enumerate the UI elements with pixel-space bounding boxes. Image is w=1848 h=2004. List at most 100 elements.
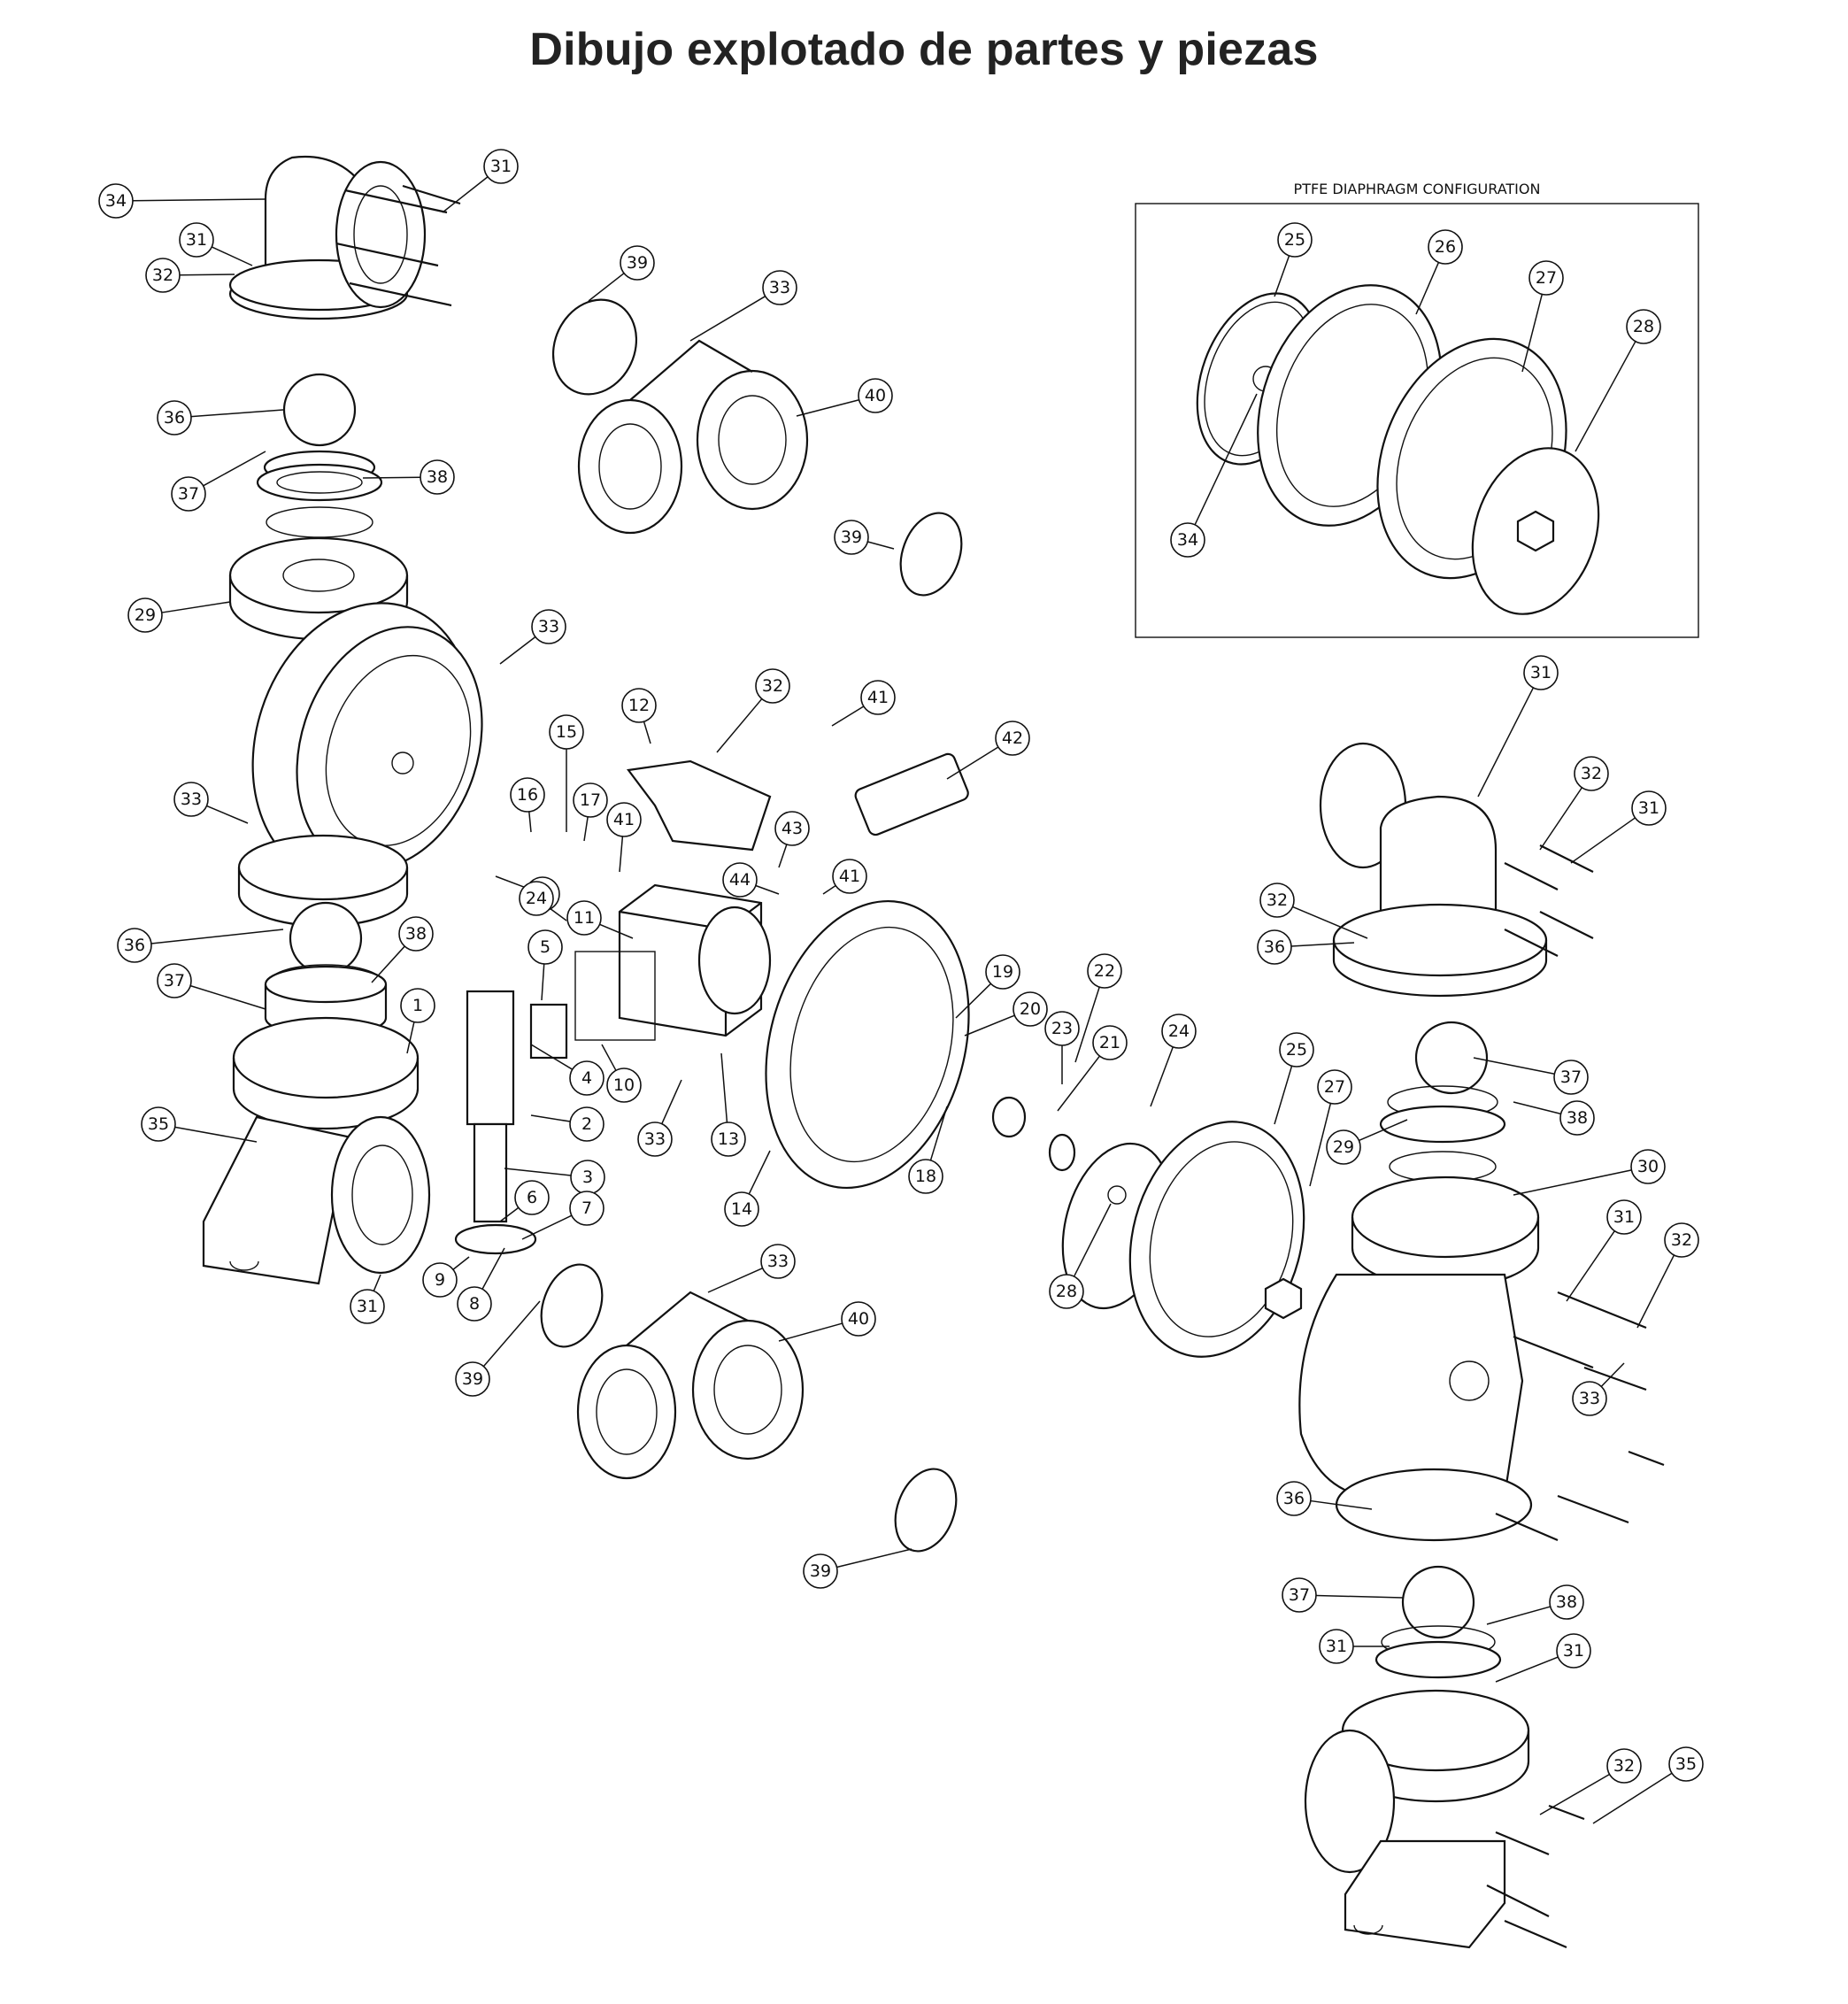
callout-number: 10 [613,1075,635,1095]
callout-leader [1150,1046,1174,1107]
callout-37: 37 [1282,1577,1404,1613]
callout-leader [964,1014,1015,1037]
callout-number: 39 [462,1369,483,1389]
callout-32: 32 [1539,756,1609,851]
callout-number: 38 [405,924,427,944]
callout-bubble [569,1191,604,1226]
callout-leader [643,721,651,744]
callout-leader [1057,1055,1101,1112]
callout-bubble [762,270,797,305]
callout-bubble [171,476,206,512]
callout-leader [1539,787,1582,851]
callout-bubble [1277,222,1313,258]
callout-leader [1539,1773,1610,1815]
callout-leader [716,698,763,753]
callout-leader [1575,341,1636,452]
callout-number: 3 [582,1168,593,1187]
callout-leader [1290,942,1355,947]
callout-number: 36 [1264,937,1285,957]
callout-leader [1315,1594,1404,1599]
callout-number: 12 [628,696,650,715]
callout-leader [778,844,788,868]
callout-34: 34 [1170,393,1258,558]
callout-bubble [1092,1025,1128,1060]
callout-34: 34 [98,183,266,219]
callout-31: 31 [1566,1199,1642,1302]
callout-leader [661,1079,682,1124]
callout-leader [1600,1362,1625,1387]
callout-bubble [1574,756,1609,791]
callout-leader [1636,1254,1675,1329]
lower-left-manifold [202,1115,431,1285]
callout-leader [1566,1230,1615,1302]
callout-bubble [569,1106,604,1142]
callout-leader [1310,1499,1373,1510]
callout-bubble [531,609,566,644]
callout-36: 36 [117,928,284,963]
callout-bubble [569,1060,604,1096]
callout-24: 24 [519,881,567,921]
callout-number: 31 [357,1297,378,1316]
callout-number: 34 [105,191,127,211]
callout-bubble [832,859,867,894]
callout-33: 33 [1572,1362,1625,1416]
callout-leader [946,746,999,780]
callout-number: 32 [1613,1756,1635,1776]
callout-number: 16 [517,785,538,805]
right-chamber [1298,1273,1533,1542]
callout-number: 32 [152,266,173,285]
callout-number: 11 [574,908,595,928]
callout-leader [504,1168,572,1176]
callout-leader [831,705,865,727]
callout-41: 41 [606,802,642,873]
callout-39: 39 [834,520,895,555]
callout-bubble [1282,1577,1317,1613]
callout-number: 32 [1581,764,1602,783]
callout-bubble [519,881,554,916]
callout-38: 38 [362,459,455,495]
callout-number: 21 [1099,1033,1120,1052]
callout-number: 19 [992,962,1013,982]
ptfe-inset: PTFE DIAPHRAGM CONFIGURATION [1135,181,1699,638]
callout-42: 42 [946,721,1030,780]
callout-36: 36 [157,400,284,435]
callout-leader [588,273,625,302]
callout-leader [796,399,859,417]
callout-31: 31 [442,149,519,213]
callout-leader [1194,393,1258,526]
right-pump-upper-manifold [1319,742,1548,998]
callout-leader [1274,255,1290,297]
callout-number: 17 [580,790,601,810]
callout-bubble [1668,1746,1704,1782]
callout-bubble [1317,1069,1352,1105]
callout-41: 41 [822,859,867,895]
callout-leader [132,198,266,202]
callout-14: 14 [724,1150,771,1227]
callout-leader [150,929,284,944]
callout-number: 4 [581,1068,592,1088]
inset-title: PTFE DIAPHRAGM CONFIGURATION [1294,181,1541,197]
callout-17: 17 [573,782,608,842]
callout-33: 33 [707,1244,796,1293]
callout-number: 28 [1633,317,1654,336]
callout-bubble [483,149,519,184]
callout-number: 36 [124,936,145,955]
callout-bubble [422,1262,458,1298]
callout-18: 18 [908,1106,948,1194]
callout-bubble [1428,229,1463,265]
callout-number: 29 [1333,1137,1354,1157]
callout-leader [482,1300,541,1368]
callout-number: 39 [810,1561,831,1581]
callout-36: 36 [1257,929,1355,965]
callout-bubble [1259,883,1295,918]
callout-leader [499,636,536,665]
callout-bubble [1606,1748,1642,1784]
callout-number: 32 [762,676,783,696]
callout-bubble [457,1286,492,1322]
callout-bubble [760,1244,796,1279]
callout-leader [481,1247,505,1290]
callout-bubble [573,782,608,818]
callout-9: 9 [422,1256,470,1298]
callout-leader [1592,1772,1673,1824]
callout-39: 39 [803,1548,912,1589]
